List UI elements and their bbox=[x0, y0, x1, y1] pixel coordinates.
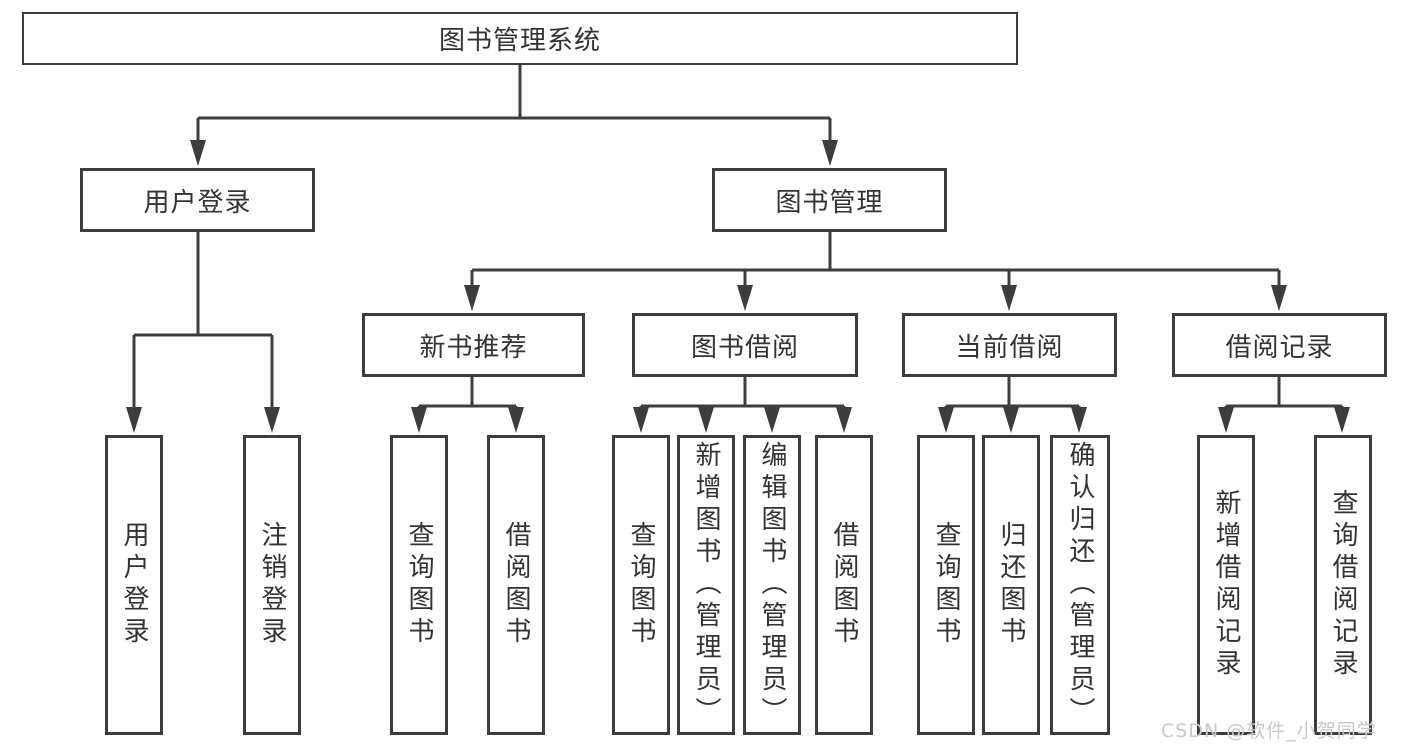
node-book-management: 图书管理 bbox=[712, 168, 947, 232]
node-user-login: 用户登录 bbox=[80, 168, 315, 232]
leaf-edit-book-admin: 编辑图书（管理员） bbox=[743, 435, 801, 735]
leaf-query-book-recommend-label: 查询图书 bbox=[404, 521, 434, 649]
leaf-user-login-label: 用户登录 bbox=[119, 521, 149, 649]
leaf-confirm-return-admin: 确认归还（管理员） bbox=[1050, 435, 1110, 735]
node-root: 图书管理系统 bbox=[22, 12, 1018, 65]
node-current-borrowing-label: 当前借阅 bbox=[955, 332, 1064, 363]
leaf-logout: 注销登录 bbox=[243, 435, 301, 735]
node-user-login-label: 用户登录 bbox=[143, 187, 252, 218]
leaf-logout-label: 注销登录 bbox=[257, 521, 287, 649]
node-book-borrowing-label: 图书借阅 bbox=[690, 332, 799, 363]
leaf-add-borrow-record-label: 新增借阅记录 bbox=[1211, 489, 1241, 681]
leaf-add-book-admin: 新增图书（管理员） bbox=[677, 435, 735, 735]
leaf-borrow-book-recommend-label: 借阅图书 bbox=[501, 521, 531, 649]
leaf-query-book-borrowing: 查询图书 bbox=[612, 435, 670, 735]
node-book-management-label: 图书管理 bbox=[775, 187, 884, 218]
leaf-user-login: 用户登录 bbox=[105, 435, 163, 735]
node-borrowing-records-label: 借阅记录 bbox=[1225, 332, 1334, 363]
csdn-watermark: CSDN @软件_小贺同学 bbox=[1161, 720, 1377, 742]
leaf-query-borrow-record: 查询借阅记录 bbox=[1314, 435, 1372, 735]
leaf-return-book-label: 归还图书 bbox=[996, 521, 1026, 649]
leaf-query-borrow-record-label: 查询借阅记录 bbox=[1328, 489, 1358, 681]
leaf-edit-book-admin-label: 编辑图书（管理员） bbox=[757, 441, 787, 729]
node-borrowing-records: 借阅记录 bbox=[1172, 313, 1387, 377]
node-new-book-recommend-label: 新书推荐 bbox=[419, 332, 528, 363]
node-new-book-recommend: 新书推荐 bbox=[362, 313, 585, 377]
leaf-return-book: 归还图书 bbox=[982, 435, 1040, 735]
node-current-borrowing: 当前借阅 bbox=[902, 313, 1117, 377]
leaf-query-book-recommend: 查询图书 bbox=[390, 435, 448, 735]
leaf-query-book-borrowing-label: 查询图书 bbox=[626, 521, 656, 649]
leaf-confirm-return-admin-label: 确认归还（管理员） bbox=[1065, 441, 1095, 729]
leaf-borrow-book-recommend: 借阅图书 bbox=[487, 435, 545, 735]
node-book-borrowing: 图书借阅 bbox=[632, 313, 858, 377]
leaf-query-book-current-label: 查询图书 bbox=[931, 521, 961, 649]
leaf-add-book-admin-label: 新增图书（管理员） bbox=[691, 441, 721, 729]
leaf-borrow-book-borrowing: 借阅图书 bbox=[815, 435, 873, 735]
leaf-query-book-current: 查询图书 bbox=[917, 435, 975, 735]
leaf-add-borrow-record: 新增借阅记录 bbox=[1197, 435, 1255, 735]
leaf-borrow-book-borrowing-label: 借阅图书 bbox=[829, 521, 859, 649]
node-root-label: 图书管理系统 bbox=[438, 26, 601, 56]
